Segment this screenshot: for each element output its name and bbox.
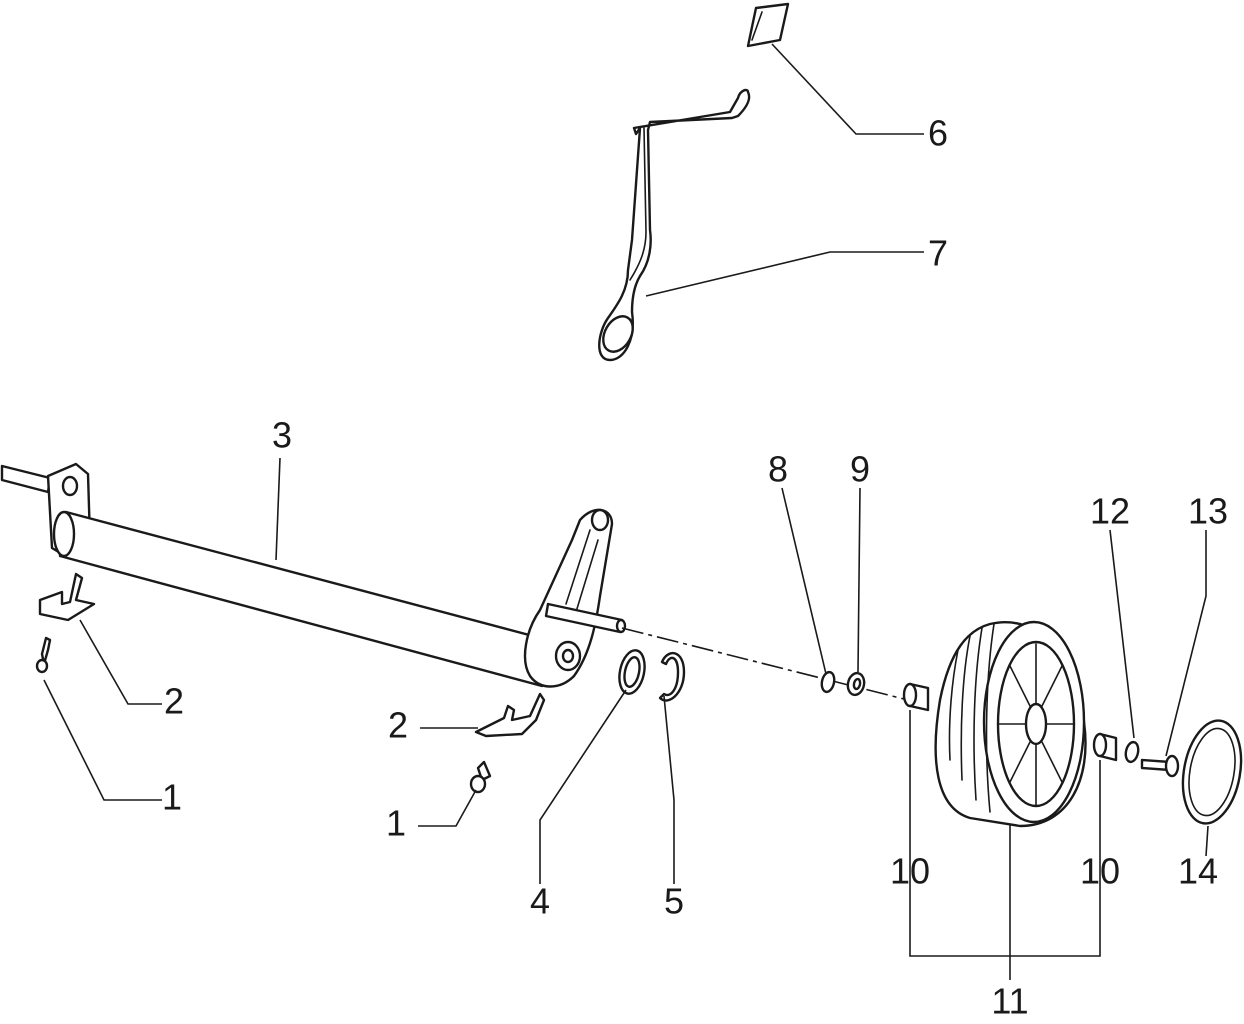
callout-9: 9 bbox=[850, 449, 870, 490]
part-8-washer bbox=[820, 670, 836, 694]
callout-2a: 2 bbox=[164, 681, 184, 722]
part-3-axle-shaft bbox=[0, 462, 627, 688]
part-9-bushing bbox=[846, 671, 866, 697]
callout-14: 14 bbox=[1178, 851, 1218, 892]
part-4-washer bbox=[618, 649, 646, 695]
part-12-washer bbox=[1124, 740, 1140, 764]
part-10-bearing-left bbox=[902, 682, 930, 712]
callout-10b: 10 bbox=[1080, 851, 1120, 892]
part-2-clip-right bbox=[474, 692, 546, 738]
part-7-lever bbox=[598, 88, 751, 362]
callout-5: 5 bbox=[664, 881, 684, 922]
leader-lines bbox=[43, 43, 1209, 980]
callout-11: 11 bbox=[991, 981, 1028, 1022]
callout-12: 12 bbox=[1090, 491, 1130, 532]
callout-1b: 1 bbox=[386, 803, 406, 844]
part-13-bolt bbox=[1140, 754, 1180, 778]
part-6-grip bbox=[746, 2, 790, 48]
callout-10a: 10 bbox=[890, 851, 930, 892]
part-10-bearing-right bbox=[1092, 732, 1118, 762]
callout-8: 8 bbox=[768, 449, 788, 490]
callout-13: 13 bbox=[1188, 491, 1228, 532]
callout-6: 6 bbox=[928, 113, 948, 154]
part-1-screw-left bbox=[35, 636, 52, 674]
part-5-retaining-ring bbox=[658, 652, 686, 702]
callout-2b: 2 bbox=[388, 705, 408, 746]
callout-1a: 1 bbox=[162, 777, 182, 818]
callout-4: 4 bbox=[530, 881, 550, 922]
part-11-wheel bbox=[934, 620, 1087, 828]
part-2-clip-left bbox=[38, 572, 96, 622]
callout-3: 3 bbox=[272, 415, 292, 456]
part-14-hubcap bbox=[1181, 719, 1243, 825]
part-1-screw-right bbox=[469, 760, 492, 794]
callout-7: 7 bbox=[928, 233, 948, 274]
